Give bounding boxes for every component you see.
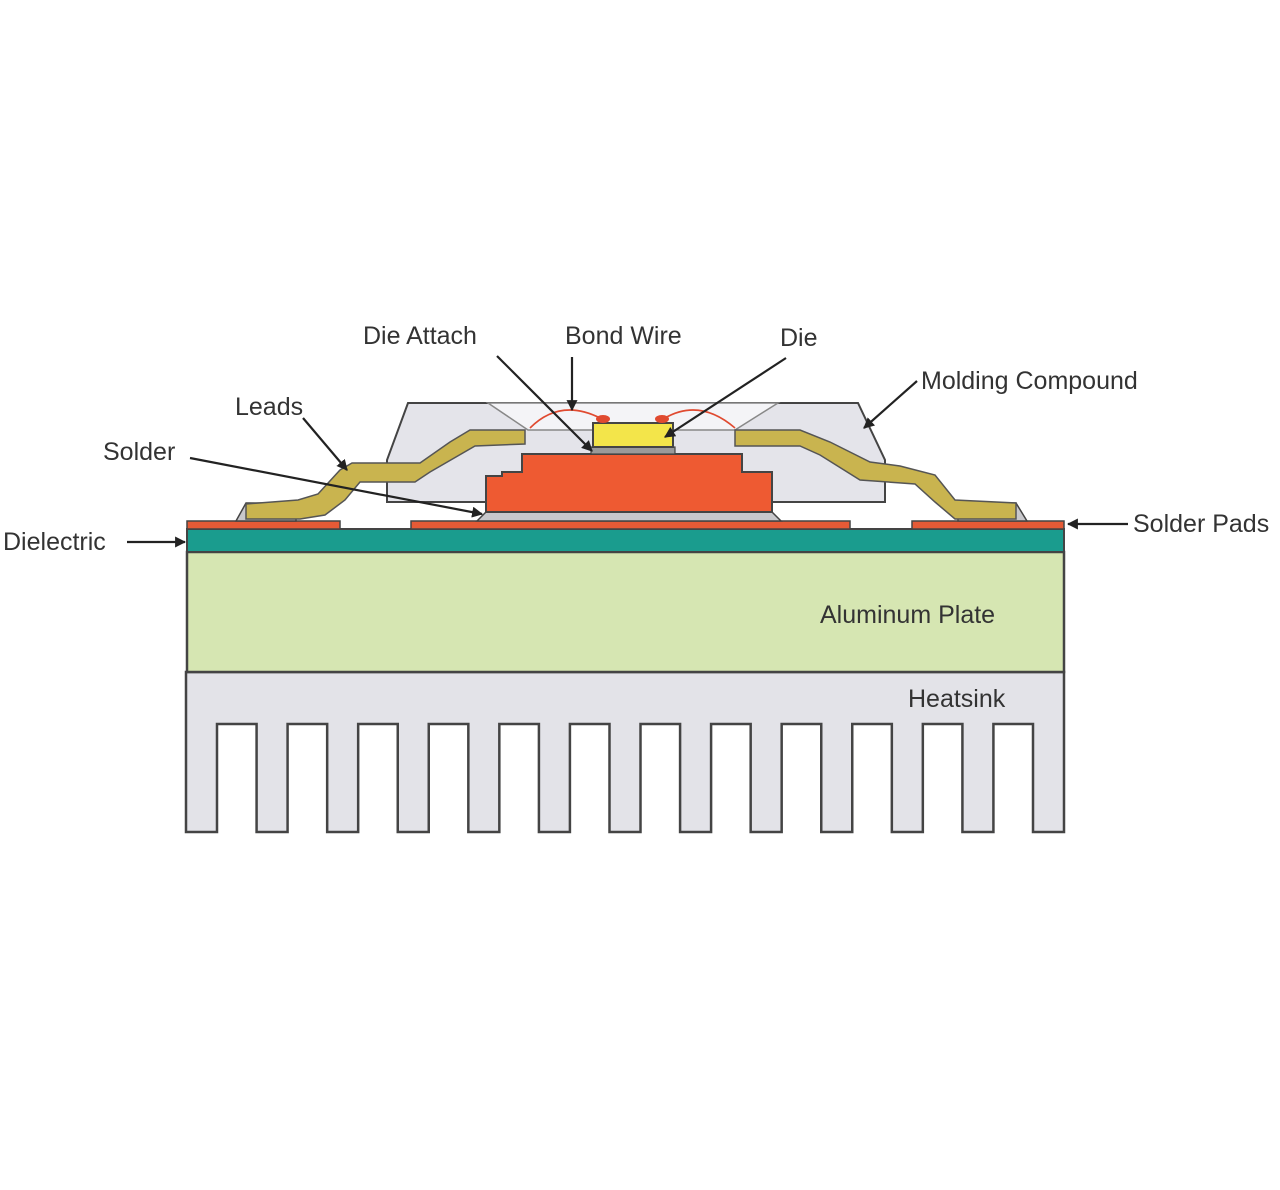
label-leads: Leads	[235, 393, 303, 421]
label-heatsink: Heatsink	[908, 685, 1006, 713]
copper-slug	[485, 453, 773, 513]
lead-right	[734, 429, 1017, 520]
die	[592, 422, 674, 448]
leader-die-attach	[496, 355, 593, 452]
bond-wire-left	[529, 409, 601, 429]
dielectric-layer	[186, 528, 1065, 553]
leader-molding-compound	[863, 380, 918, 429]
die-attach	[590, 446, 676, 455]
label-die: Die	[780, 324, 818, 352]
bond-pad-right	[655, 415, 669, 423]
leader-solder	[189, 456, 484, 518]
bond-wire-right	[664, 409, 736, 429]
bond-pad-left	[596, 415, 610, 423]
solder-pad-left	[186, 520, 341, 530]
leader-leads	[302, 417, 348, 471]
heatsink	[184, 670, 1066, 834]
label-bond-wire: Bond Wire	[565, 322, 682, 350]
solder-under-slug	[475, 511, 783, 522]
bond-wires	[529, 409, 736, 429]
label-aluminum-plate: Aluminum Plate	[820, 601, 995, 629]
label-dielectric: Dielectric	[3, 528, 106, 556]
solder-pads	[186, 520, 1065, 530]
heatsink-body	[184, 670, 1066, 834]
solder-pad-right	[911, 520, 1065, 530]
aluminum-plate	[185, 550, 1066, 674]
label-molding-compound: Molding Compound	[921, 367, 1138, 395]
label-solder: Solder	[103, 438, 175, 466]
leader-die	[664, 357, 787, 438]
leader-lines	[127, 355, 1128, 548]
label-die-attach: Die Attach	[363, 322, 477, 350]
labels: Die Attach Bond Wire Die Molding Compoun…	[3, 322, 1269, 713]
solder-pad-center	[410, 520, 851, 530]
label-solder-pads: Solder Pads	[1133, 510, 1269, 538]
